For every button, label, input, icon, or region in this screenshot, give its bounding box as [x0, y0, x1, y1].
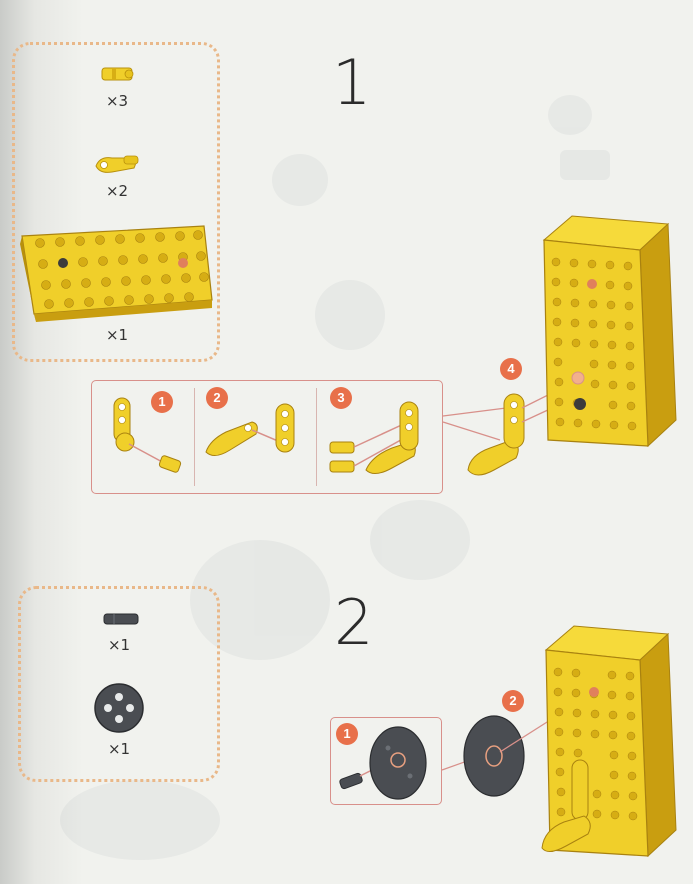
substep-badge-2: 2 [206, 387, 228, 409]
part-qty-label: ×1 [89, 740, 149, 758]
substep-badge-1: 1 [336, 723, 358, 745]
step-1-parts-box [12, 42, 220, 362]
substep-badge-4: 4 [500, 358, 522, 380]
substep-badge-2: 2 [502, 690, 524, 712]
step-1-number: 1 [332, 52, 371, 114]
substep-divider [316, 388, 317, 486]
part-qty-label: ×3 [87, 92, 147, 110]
substep-badge-1: 1 [151, 391, 173, 413]
step-1-substeps-frame [91, 380, 443, 494]
step-2-number: 2 [334, 592, 373, 654]
substep-divider [194, 388, 195, 486]
part-qty-label: ×1 [87, 326, 147, 344]
part-qty-label: ×2 [87, 182, 147, 200]
part-qty-label: ×1 [89, 636, 149, 654]
substep-badge-3: 3 [330, 387, 352, 409]
